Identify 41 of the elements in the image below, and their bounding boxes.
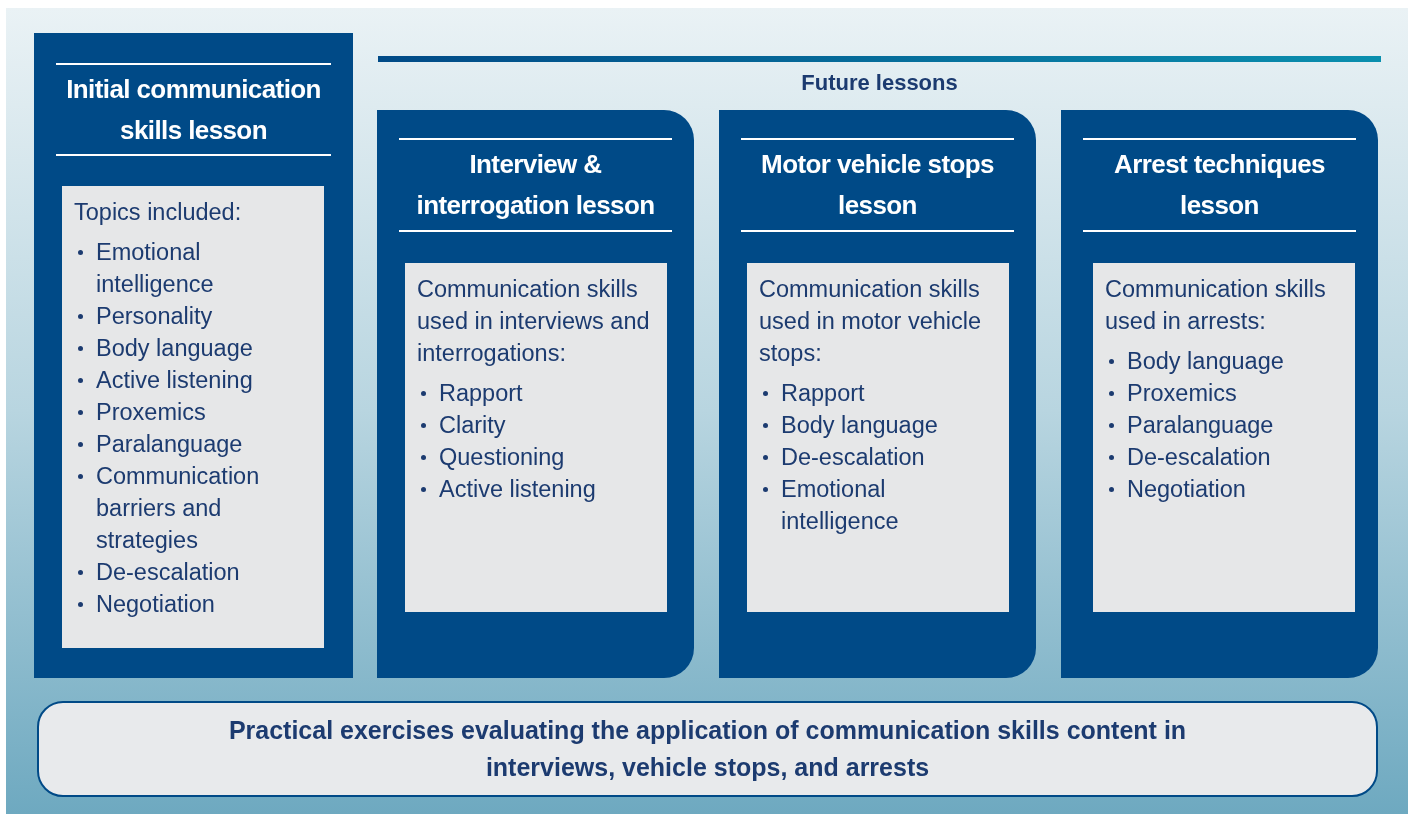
bullet-item: Paralanguage <box>1127 412 1274 438</box>
bullet-item: Proxemics <box>1127 380 1237 406</box>
bullet-item: Questioning <box>439 444 565 470</box>
lesson-panel <box>34 33 353 678</box>
content-card <box>405 263 667 612</box>
bullet-item: Paralanguage <box>96 431 243 457</box>
bullet-item: Personality <box>96 303 213 329</box>
lesson-panel <box>1061 110 1378 678</box>
bullet-item: Body language <box>96 335 253 361</box>
exercise-banner <box>37 701 1378 797</box>
lesson-title: Arrest techniques lesson <box>1083 138 1356 232</box>
bullet-item: Emotional intelligence <box>96 239 214 297</box>
lesson-title: Initial communication skills lesson <box>56 63 331 156</box>
content-card <box>62 186 324 648</box>
lesson-panel <box>377 110 694 678</box>
list-heading: Communication skills used in arrests: <box>1105 275 1327 336</box>
bullet-item: Proxemics <box>96 399 206 425</box>
bullet-item: Active listening <box>439 476 596 502</box>
section-heading: Future lessons <box>801 70 958 95</box>
bullet-item: Negotiation <box>96 591 215 617</box>
content-card <box>1093 263 1355 612</box>
list-heading: Communication skills used in interviews and interrogations: <box>417 275 651 368</box>
banner-text: Practical exercises evaluating the application of communication skills content in interviews, vehicle stops, and arrests <box>227 715 1188 783</box>
lesson-panel <box>719 110 1036 678</box>
bullet-item: Body language <box>1127 348 1284 374</box>
bullet-item: Negotiation <box>1127 476 1246 502</box>
lesson-title: Motor vehicle stops lesson <box>741 138 1014 232</box>
bullet-item: Body language <box>781 412 938 438</box>
lesson-title: Interview & interrogation lesson <box>399 138 672 232</box>
bullet-item: Clarity <box>439 412 506 438</box>
bullet-item: Rapport <box>781 380 865 406</box>
bullet-item: Emotional intelligence <box>781 476 899 534</box>
bullet-item: De-escalation <box>1127 444 1271 470</box>
list-heading: Topics included: <box>74 198 243 227</box>
content-card <box>747 263 1009 612</box>
list-heading: Communication skills used in motor vehicle stops: <box>759 275 983 368</box>
bullet-item: De-escalation <box>781 444 925 470</box>
bullet-item: Active listening <box>96 367 253 393</box>
bullet-item: De-escalation <box>96 559 240 585</box>
bullet-item: Rapport <box>439 380 523 406</box>
bullet-item: Communication barriers and strategies <box>96 463 260 553</box>
